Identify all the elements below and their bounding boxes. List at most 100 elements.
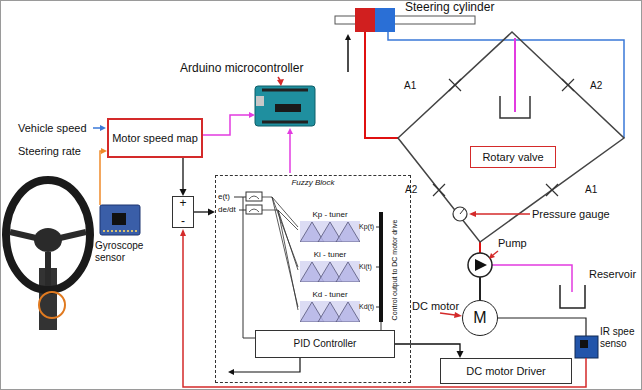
part-label: DC motor xyxy=(412,300,459,313)
signal-label: Control output to DC motor drive xyxy=(391,220,399,321)
fuzzy-internal-wiring xyxy=(228,369,234,375)
ir-speed-sensor xyxy=(498,318,586,336)
dc-motor-leader xyxy=(454,312,462,318)
arduino-board xyxy=(255,86,315,126)
node-text: PID Controller xyxy=(294,338,357,350)
valve-label-box: Rotary valve xyxy=(470,146,556,168)
pressure-gauge xyxy=(469,211,476,217)
pump xyxy=(468,253,492,277)
signal-label: Steering rate xyxy=(18,145,81,158)
process-box: Motor speed map xyxy=(107,118,203,158)
rotary-valve-body xyxy=(514,38,516,112)
pump xyxy=(493,251,498,255)
dc-motor-leader xyxy=(440,312,462,318)
port-label: A1 xyxy=(585,184,597,196)
steering-wheel xyxy=(6,180,90,290)
arduino-signal-arrows xyxy=(287,128,293,134)
part-label: IR spee senso xyxy=(600,326,638,349)
ir-speed-sensor xyxy=(575,336,598,358)
arduino-signal-arrows xyxy=(289,134,291,173)
feedback-line xyxy=(180,229,186,236)
connector-line xyxy=(194,211,209,212)
node-text: DC motor Driver xyxy=(466,365,545,378)
connector-line xyxy=(182,158,183,190)
pressure-gauge xyxy=(476,213,530,215)
membership-ground xyxy=(300,261,360,282)
arduino-signal-arrows xyxy=(277,79,284,86)
steering-wheel xyxy=(34,228,62,252)
fuzzy-internal-wiring xyxy=(379,212,383,322)
pump xyxy=(468,251,498,300)
steering-wheel xyxy=(10,232,86,286)
input-arrows xyxy=(100,151,101,205)
membership-functions xyxy=(300,261,360,282)
fuzzy-internal-wiring xyxy=(381,322,382,330)
connector xyxy=(395,344,464,358)
pressure-gauge xyxy=(460,209,464,214)
gyroscope-board xyxy=(100,205,140,235)
fuzzy-internal-wiring xyxy=(262,197,298,307)
gyroscope-board xyxy=(103,230,137,232)
fuzzy-tuner: Ki - tuner xyxy=(298,250,362,284)
membership-triangle xyxy=(336,302,360,322)
input-arrows xyxy=(93,127,100,129)
motor-circle: M xyxy=(462,300,498,336)
summing-junction: +- xyxy=(172,196,194,228)
port-label: A2 xyxy=(405,184,417,196)
pump xyxy=(489,253,495,259)
arduino-signal-arrows xyxy=(203,34,351,173)
reservoir xyxy=(560,285,585,308)
signal-label: Ki(t) xyxy=(359,263,372,271)
input-arrows xyxy=(100,125,106,131)
reservoir xyxy=(560,285,585,308)
membership-functions xyxy=(300,301,360,322)
part-label: Pump xyxy=(498,237,527,250)
port-label: A2 xyxy=(590,80,602,92)
arduino-signal-arrows xyxy=(347,40,349,72)
arduino-signal-arrows xyxy=(278,77,280,80)
fuzzy-tuner: Kp - tuner xyxy=(298,210,362,244)
signal-label: de/dt xyxy=(218,205,236,214)
part-label: Arduino microcontroller xyxy=(180,62,303,76)
ir-speed-sensor xyxy=(498,318,598,358)
membership-functions xyxy=(300,221,360,242)
driver-box: DC motor Driver xyxy=(440,358,572,384)
fuzzy-internal-wiring xyxy=(262,210,298,310)
fuzzy-internal-wiring xyxy=(234,197,246,210)
arrow-head xyxy=(457,351,464,358)
fuzzy-internal-wiring xyxy=(246,192,262,201)
node-text: Kd - tuner xyxy=(298,290,362,299)
node-text: + xyxy=(179,197,186,209)
steering-cylinder xyxy=(355,8,375,32)
fuzzy-internal-wiring xyxy=(249,196,259,212)
node-text: Ki - tuner xyxy=(298,250,362,259)
pressure-gauge xyxy=(453,207,467,221)
arrow-head xyxy=(180,189,187,196)
arduino-board xyxy=(275,104,301,112)
rotary-valve-body xyxy=(433,79,574,196)
membership-ground xyxy=(300,221,360,242)
arduino-board xyxy=(256,96,264,106)
signal-label: e(t) xyxy=(218,192,230,201)
node-text: - xyxy=(181,215,185,227)
hydraulic-lines xyxy=(365,32,398,138)
arduino-signal-arrows xyxy=(249,112,255,118)
fuzzy-tuner: Kd - tuner xyxy=(298,290,362,324)
steering-wheel xyxy=(39,292,65,318)
gyroscope-board xyxy=(112,213,126,225)
arduino-signal-arrows xyxy=(345,34,351,40)
hydraulic-lines xyxy=(365,32,624,292)
node-text: Motor speed map xyxy=(112,132,198,145)
fuzzy-block: Fuzzy BlockKp - tunerKi - tunerKd - tune… xyxy=(215,175,411,383)
pump xyxy=(479,277,481,300)
ir-speed-sensor xyxy=(580,340,588,348)
pump xyxy=(475,259,487,271)
hydraulic-lines xyxy=(479,242,481,253)
arduino-board xyxy=(262,90,308,122)
port-label: A1 xyxy=(404,80,416,92)
fuzzy-internal-wiring xyxy=(246,205,262,214)
signal-label: Vehicle speed xyxy=(18,122,87,135)
rotary-valve-body xyxy=(398,32,624,242)
